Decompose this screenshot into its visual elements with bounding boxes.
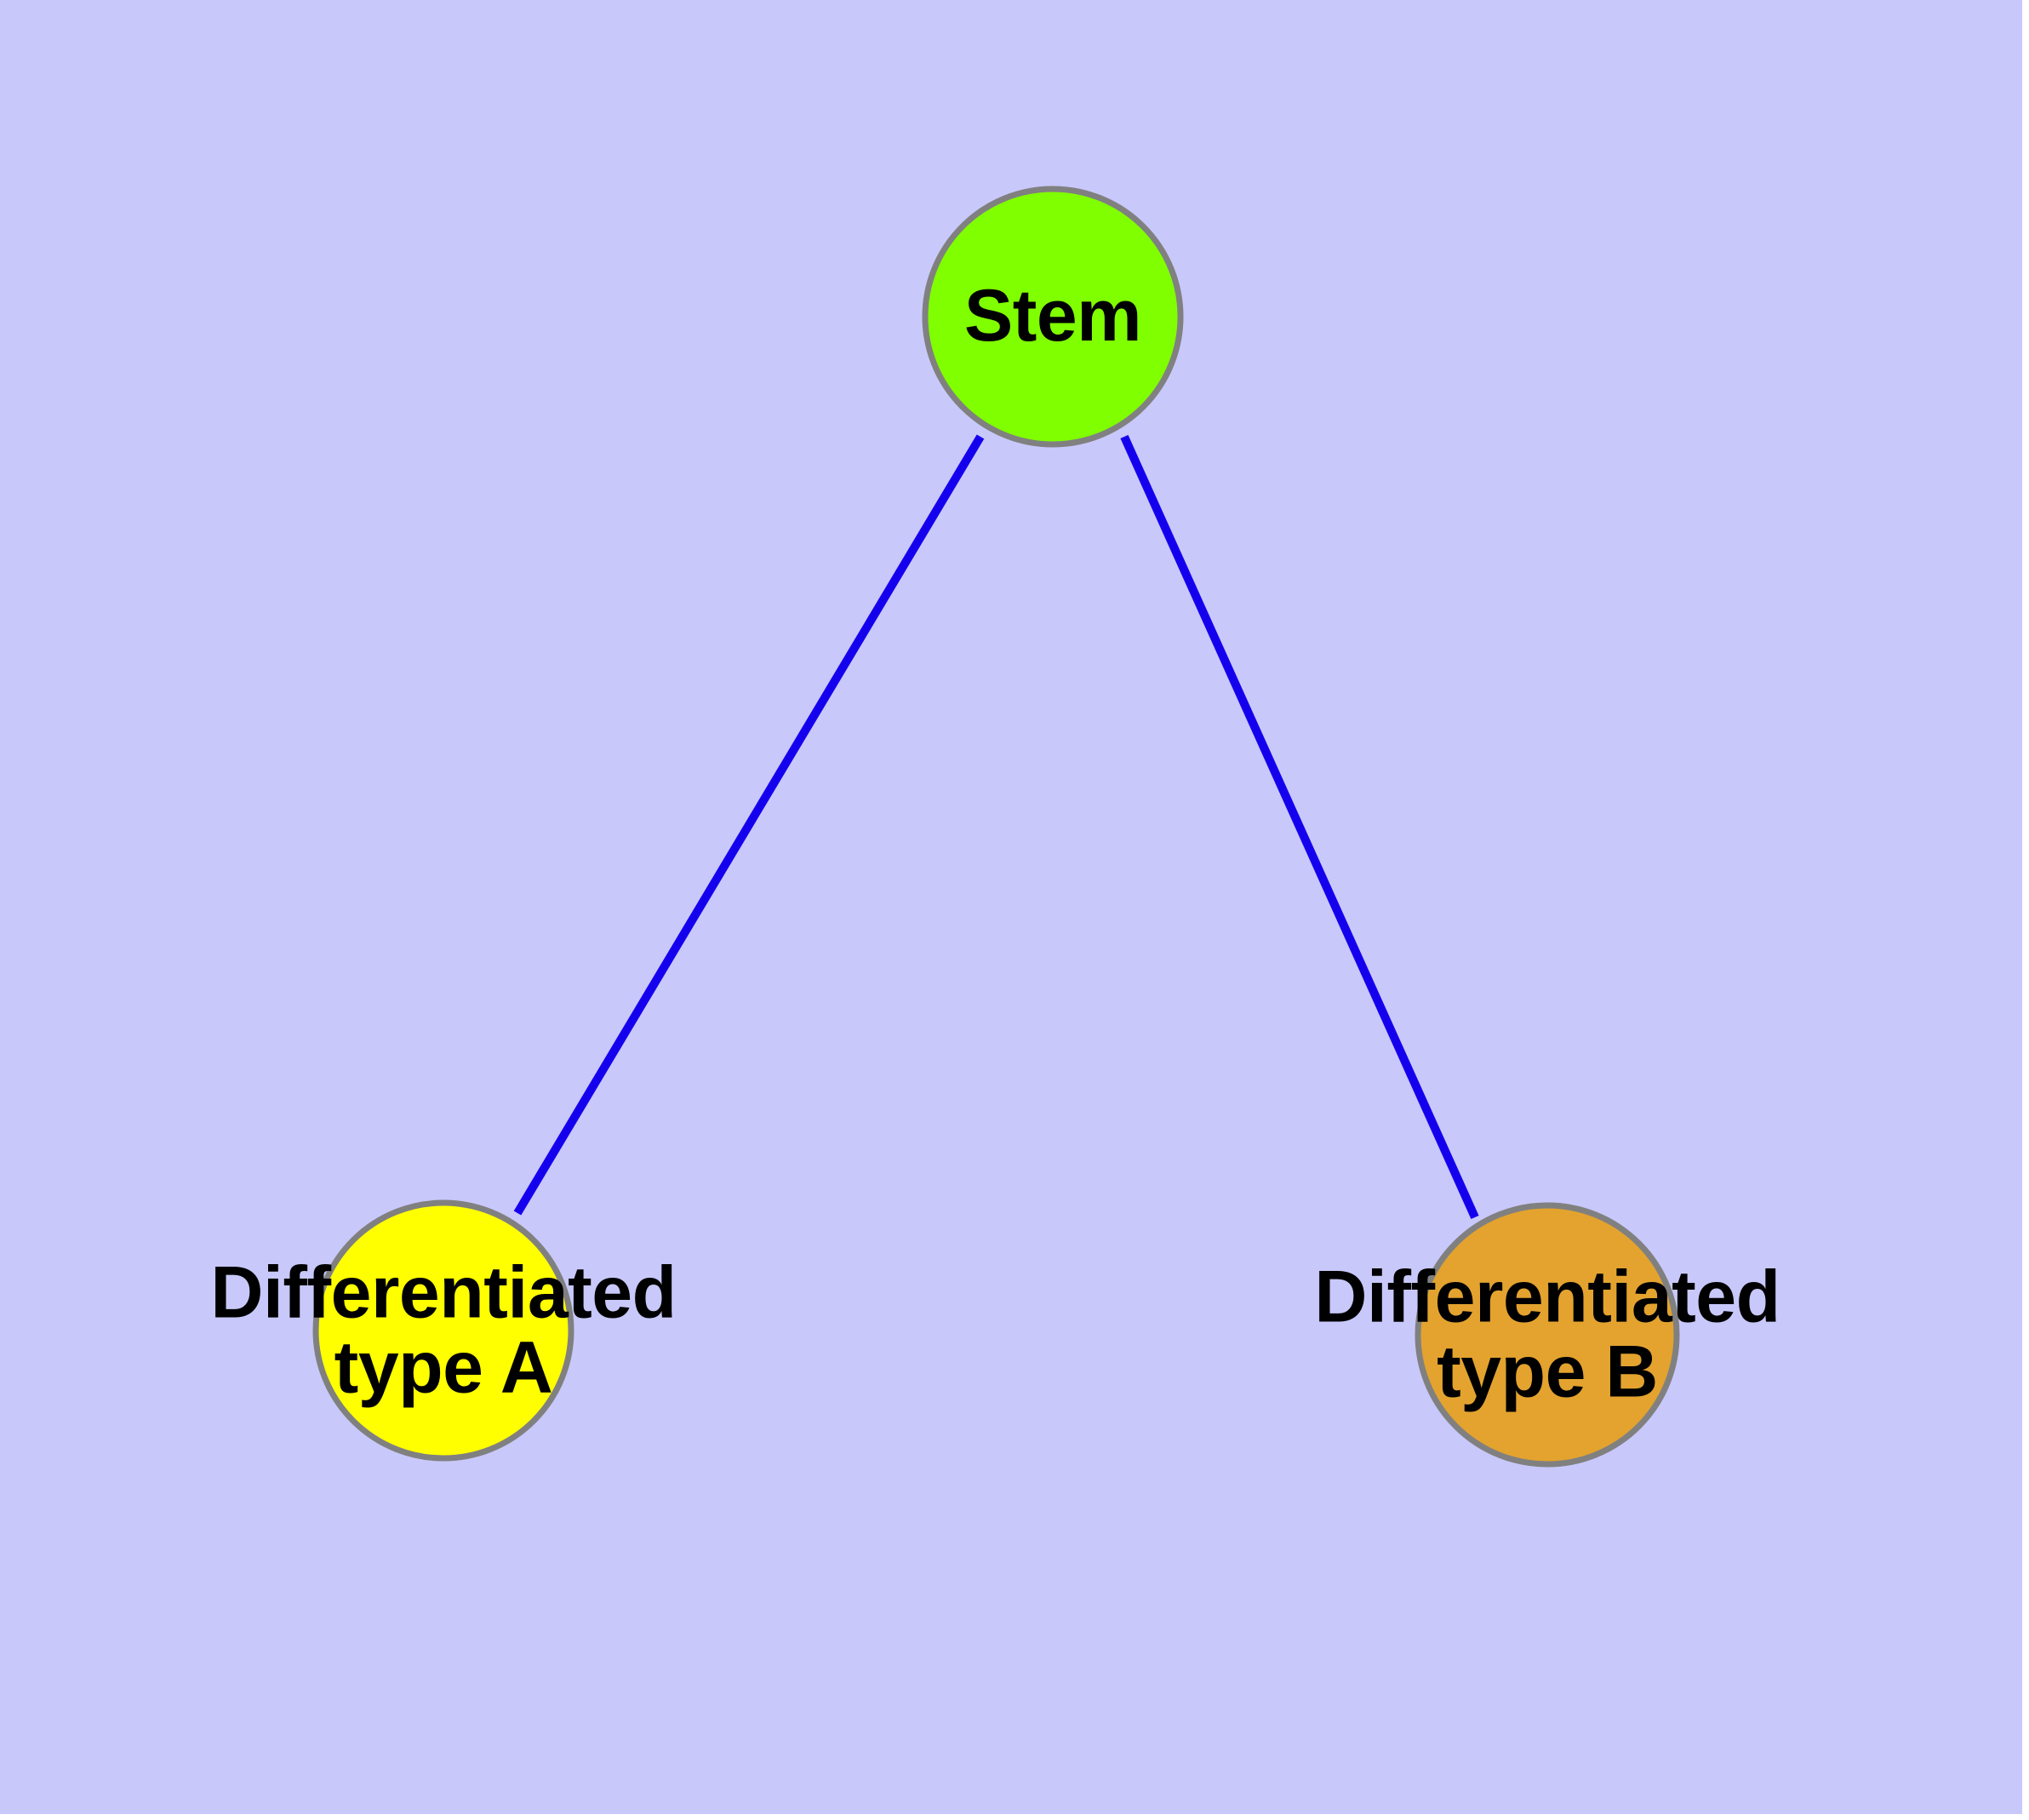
edge-stem-to-differentiated-type-b[interactable]	[1120, 434, 1479, 1220]
node-differentiated-type-a[interactable]	[312, 1199, 574, 1462]
node-layer	[312, 186, 1680, 1468]
edge-stem-to-differentiated-type-a[interactable]	[513, 434, 985, 1216]
edge-layer	[513, 434, 1479, 1220]
node-stem[interactable]	[922, 186, 1184, 448]
node-differentiated-type-b[interactable]	[1415, 1202, 1680, 1468]
